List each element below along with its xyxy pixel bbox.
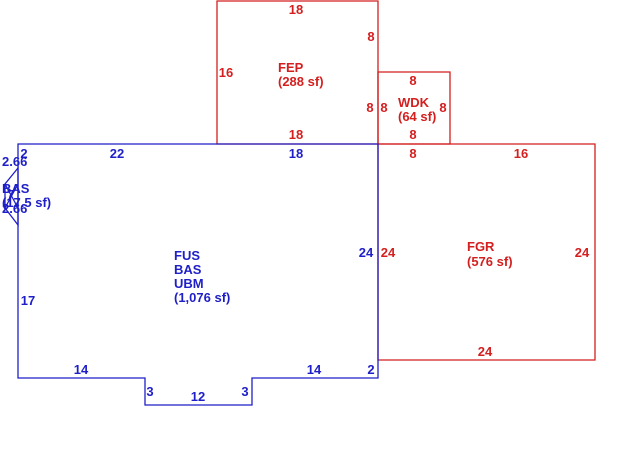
fep-left-dim: 16 xyxy=(219,65,233,80)
notch-left-dim: 3 xyxy=(146,384,153,399)
bay-diagonal-2 xyxy=(4,183,19,209)
fgr-right-dim: 24 xyxy=(575,245,590,260)
main-top-left-dim: 22 xyxy=(110,146,124,161)
fgr-left-dim: 24 xyxy=(381,245,396,260)
main-top-short-dim: 2 xyxy=(20,146,27,161)
main-top-right-dim: 18 xyxy=(289,146,303,161)
main-code-2: BAS xyxy=(174,262,202,277)
main-code-3: UBM xyxy=(174,276,204,291)
main-code-1: FUS xyxy=(174,248,200,263)
bay-top-dim: 2.66 xyxy=(2,154,27,169)
fep-right-bottom-dim: 8 xyxy=(366,100,373,115)
fep-area: (288 sf) xyxy=(278,74,324,89)
wdk-right-dim: 8 xyxy=(439,100,446,115)
main-bottom-right-dim: 14 xyxy=(307,362,322,377)
wdk-code: WDK xyxy=(398,95,430,110)
main-right-step-dim: 2 xyxy=(367,362,374,377)
fgr-area: (576 sf) xyxy=(467,254,513,269)
notch-bottom-dim: 12 xyxy=(191,389,205,404)
bay-code: BAS xyxy=(2,181,30,196)
wdk-left-dim: 8 xyxy=(380,100,387,115)
bay-side-dim: 7 xyxy=(7,187,14,202)
main-area: (1,076 sf) xyxy=(174,290,230,305)
fep-top-dim: 18 xyxy=(289,2,303,17)
fgr-top-left-dim: 8 xyxy=(409,146,416,161)
main-outline xyxy=(17,143,379,406)
wdk-area: (64 sf) xyxy=(398,109,436,124)
bay-bottom-dim: 2.66 xyxy=(2,201,27,216)
main-left-dim: 17 xyxy=(21,293,35,308)
fep-code: FEP xyxy=(278,60,304,75)
fep-right-top-dim: 8 xyxy=(367,29,374,44)
notch-right-dim: 3 xyxy=(241,384,248,399)
fep-bottom-dim: 18 xyxy=(289,127,303,142)
bay-area: (17.5 sf) xyxy=(2,195,51,210)
wdk-top-dim: 8 xyxy=(409,73,416,88)
wdk-bottom-dim: 8 xyxy=(409,127,416,142)
fgr-bottom-dim: 24 xyxy=(478,344,493,359)
fgr-top-right-dim: 16 xyxy=(514,146,528,161)
main-right-dim: 24 xyxy=(359,245,374,260)
main-bottom-left-dim: 14 xyxy=(74,362,89,377)
fgr-code: FGR xyxy=(467,239,495,254)
